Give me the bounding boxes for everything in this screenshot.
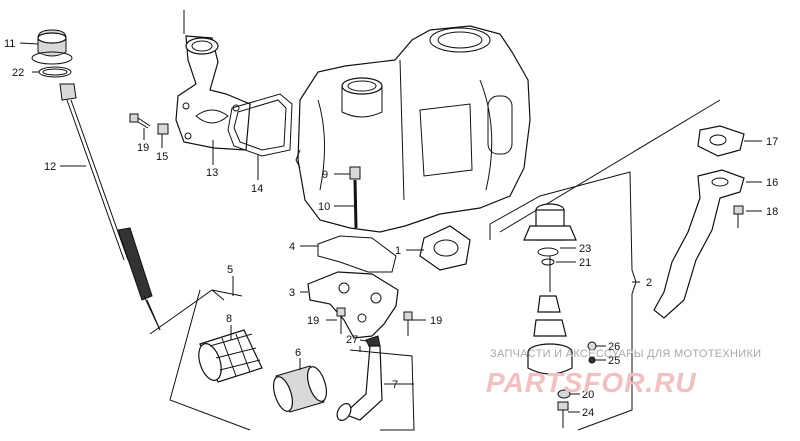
label-6: 6 xyxy=(295,347,301,359)
label-7: 7 xyxy=(392,379,398,391)
label-10: 10 xyxy=(318,201,330,213)
label-11: 11 xyxy=(4,38,15,50)
part-17-flange xyxy=(697,125,745,157)
watermark: ЗАПЧАСТИ И АКСЕССУАРЫ ДЛЯ МОТОТЕХНИКИ PA… xyxy=(486,348,761,398)
watermark-logo: PARTSFOR.RU xyxy=(486,367,697,398)
label-14: 14 xyxy=(251,183,263,195)
part-9-cap xyxy=(349,166,361,180)
part-11-cap xyxy=(31,29,73,65)
label-19-left: 19 xyxy=(307,315,319,327)
part-16-pipe xyxy=(653,169,745,319)
part-19-bolt-left xyxy=(336,307,346,334)
label-9: 9 xyxy=(322,169,328,181)
part-1-gasket xyxy=(419,225,471,271)
part-19-bolt-top xyxy=(129,113,151,129)
label-13: 13 xyxy=(206,167,218,179)
part-14-gasket xyxy=(227,93,293,157)
part-3-pump-body xyxy=(307,271,399,339)
label-2: 2 xyxy=(646,277,652,289)
engine-block xyxy=(295,25,531,233)
label-12: 12 xyxy=(44,161,56,173)
label-21: 21 xyxy=(579,257,591,269)
oil-pump-shaft-assembly xyxy=(523,203,577,375)
label-19-top: 19 xyxy=(137,142,149,154)
label-18: 18 xyxy=(766,206,778,218)
label-8: 8 xyxy=(226,313,232,325)
part-7-pipe xyxy=(336,345,383,421)
callout-labels: 11 22 12 19 15 13 14 9 10 4 1 5 3 8 19 1… xyxy=(4,38,778,419)
label-24: 24 xyxy=(582,407,594,419)
part-15-collar xyxy=(157,123,169,135)
label-17: 17 xyxy=(766,136,778,148)
part-2-bracket xyxy=(489,171,637,431)
part-19-bolt-right xyxy=(403,311,413,336)
part-13-cover xyxy=(175,35,251,151)
part-5-bracket xyxy=(149,289,243,335)
label-1: 1 xyxy=(395,245,401,257)
label-22: 22 xyxy=(12,67,24,79)
part-24-bolt xyxy=(557,401,569,428)
part-8-oil-screen xyxy=(198,329,263,383)
label-16: 16 xyxy=(766,177,778,189)
watermark-caption: ЗАПЧАСТИ И АКСЕССУАРЫ ДЛЯ МОТОТЕХНИКИ xyxy=(490,348,761,360)
label-5: 5 xyxy=(227,264,233,276)
part-18-bolt xyxy=(733,205,744,228)
label-26: 26 xyxy=(608,341,620,353)
label-3: 3 xyxy=(289,287,295,299)
label-19-right: 19 xyxy=(430,315,442,327)
label-15: 15 xyxy=(156,151,168,163)
label-23: 23 xyxy=(579,243,591,255)
label-25: 25 xyxy=(608,355,620,367)
part-12-dipstick xyxy=(59,83,161,331)
part-4-gasket xyxy=(317,235,397,273)
label-20: 20 xyxy=(582,389,594,401)
label-27: 27 xyxy=(346,334,358,346)
label-4: 4 xyxy=(289,241,295,253)
part-6-filter xyxy=(272,365,328,413)
